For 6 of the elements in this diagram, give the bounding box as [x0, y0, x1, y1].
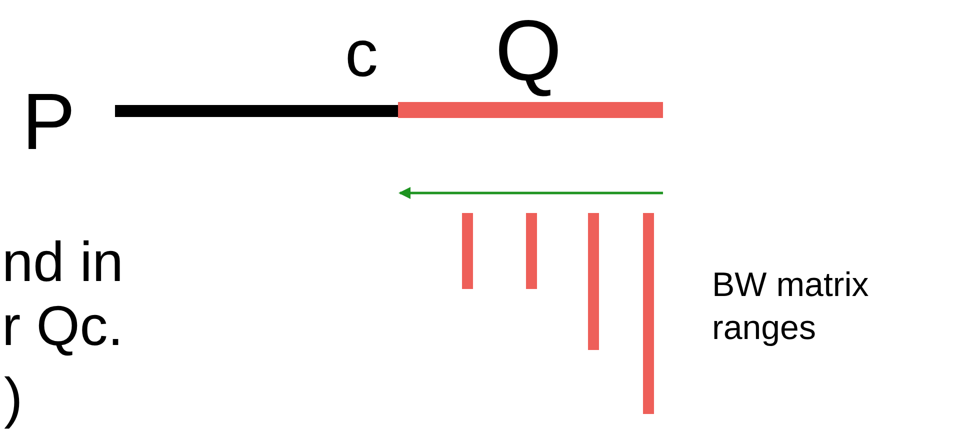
point-label: P	[22, 82, 76, 162]
body-text: r Qc.	[2, 298, 124, 354]
body-text: nd in	[2, 234, 124, 290]
point-label: Q	[495, 8, 562, 94]
point-label: c	[345, 20, 378, 86]
annotation-text: BW matrix ranges	[712, 265, 870, 348]
